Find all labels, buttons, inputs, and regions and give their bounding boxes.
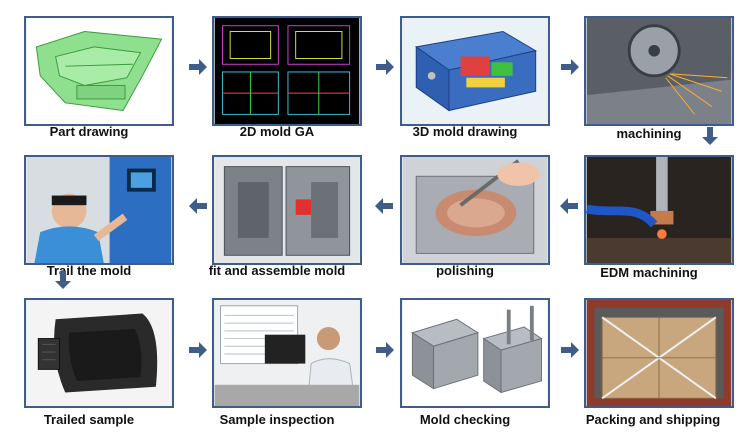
arrow-left-icon [187, 195, 209, 217]
edm-electrode-icon [586, 157, 732, 263]
2d-drawing-icon [214, 18, 360, 124]
step-9-label: Trailed sample [43, 412, 135, 427]
arrow-right-icon [374, 339, 396, 361]
step-4-image [584, 16, 734, 126]
shipping-container-icon [586, 300, 732, 406]
arrow-right-icon [187, 56, 209, 78]
inspection-desk-icon [214, 300, 360, 406]
arrow-right-icon [559, 339, 581, 361]
arrow-left-icon [373, 195, 395, 217]
plastic-part-icon [26, 300, 172, 406]
step-7-image [212, 155, 362, 265]
mold-halves-icon [214, 157, 360, 263]
step-7-label: fit and assemble mold [208, 263, 346, 278]
step-9-image [24, 298, 174, 408]
step-2-label: 2D mold GA [239, 124, 315, 139]
step-6-label: polishing [436, 263, 494, 278]
step-4-label: machining [616, 126, 682, 141]
step-3-label: 3D mold drawing [412, 124, 518, 139]
arrow-right-icon [187, 339, 209, 361]
step-2-image [212, 16, 362, 126]
operator-machine-icon [26, 157, 172, 263]
step-12-image [584, 298, 734, 408]
polishing-tool-icon [402, 157, 548, 263]
step-11-label: Mold checking [419, 412, 511, 427]
step-6-image [400, 155, 550, 265]
step-3-image [400, 16, 550, 126]
step-1-label: Part drawing [49, 124, 129, 139]
step-8-label: Trail the mold [46, 263, 132, 278]
mold-base-icon [402, 300, 548, 406]
arrow-down-icon [52, 269, 74, 291]
step-10-label: Sample inspection [219, 412, 335, 427]
step-5-image [584, 155, 734, 265]
grinding-machine-icon [586, 18, 732, 124]
step-10-image [212, 298, 362, 408]
step-8-image [24, 155, 174, 265]
step-5-label: EDM machining [600, 265, 698, 280]
cad-part-model-icon [26, 18, 172, 124]
step-11-image [400, 298, 550, 408]
arrow-left-icon [558, 195, 580, 217]
step-12-label: Packing and shipping [585, 412, 721, 427]
arrow-right-icon [374, 56, 396, 78]
arrow-down-icon [699, 125, 721, 147]
3d-mold-model-icon [402, 18, 548, 124]
step-1-image [24, 16, 174, 126]
arrow-right-icon [559, 56, 581, 78]
